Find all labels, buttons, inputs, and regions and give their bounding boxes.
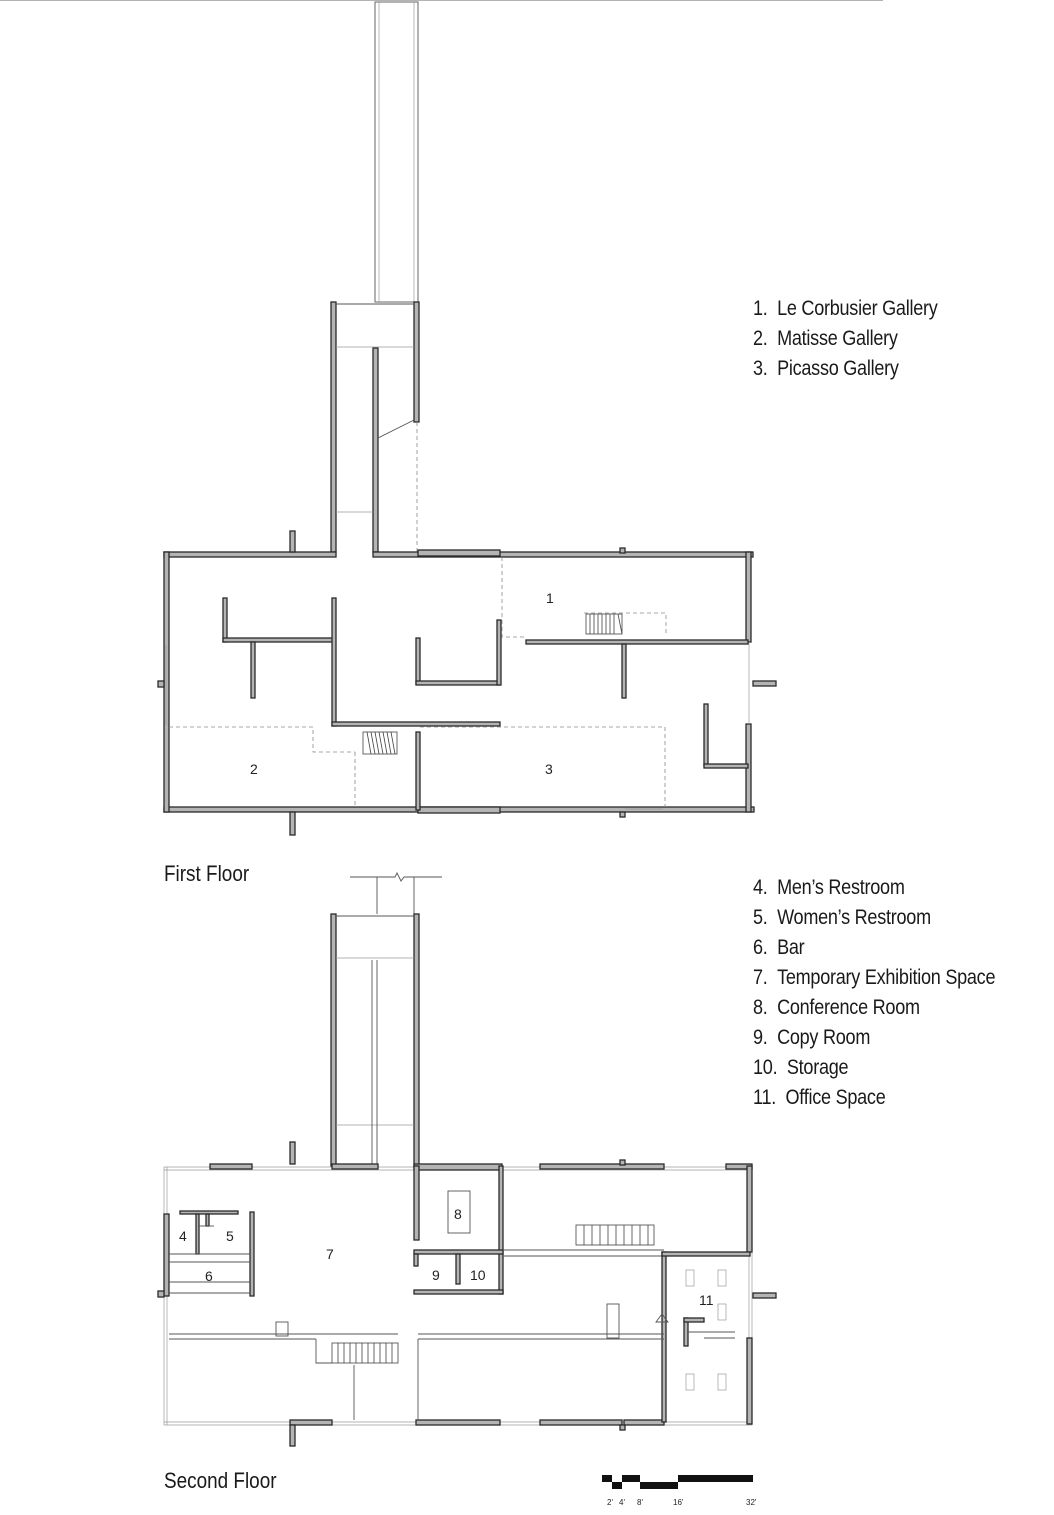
- first-floor-label: First Floor: [164, 861, 250, 886]
- legend-item: 4. Men’s Restroom: [753, 876, 905, 899]
- room-number-6: 6: [205, 1268, 213, 1284]
- room-number-8: 8: [454, 1206, 462, 1222]
- legend-item: 6. Bar: [753, 936, 805, 959]
- legend-item: 8. Conference Room: [753, 996, 920, 1019]
- legend-item: 2. Matisse Gallery: [753, 327, 898, 350]
- scale-tick-4: 4': [619, 1498, 625, 1507]
- second-floor-label: Second Floor: [164, 1468, 277, 1493]
- scale-bar: 2' 4' 8' 16' 32': [602, 1475, 757, 1507]
- first-floor-plan: 1 2 3: [0, 0, 883, 836]
- legend-first-floor: 1. Le Corbusier Gallery 2. Matisse Galle…: [753, 294, 938, 384]
- room-number-3: 3: [545, 761, 553, 777]
- legend-item: 5. Women’s Restroom: [753, 906, 931, 929]
- legend-item: 7. Temporary Exhibition Space: [753, 966, 996, 989]
- scale-tick-8: 8': [637, 1498, 643, 1507]
- scale-tick-32: 32': [746, 1498, 757, 1507]
- legend-item: 9. Copy Room: [753, 1026, 871, 1049]
- room-number-2: 2: [250, 761, 258, 777]
- second-floor-plan: 4 5 6 7 8 9 10 11: [157, 871, 777, 1447]
- legend-item: 11. Office Space: [753, 1086, 886, 1109]
- room-number-4: 4: [179, 1228, 187, 1244]
- room-number-10: 10: [470, 1267, 486, 1283]
- legend-item: 10. Storage: [753, 1056, 849, 1079]
- room-number-5: 5: [226, 1228, 234, 1244]
- room-number-1: 1: [546, 590, 554, 606]
- scale-tick-16: 16': [673, 1498, 684, 1507]
- room-number-11: 11: [699, 1292, 714, 1308]
- legend-item: 3. Picasso Gallery: [753, 357, 899, 380]
- room-number-9: 9: [432, 1267, 440, 1283]
- room-number-7: 7: [326, 1246, 334, 1262]
- legend-second-floor: 4. Men’s Restroom 5. Women’s Restroom 6.…: [753, 873, 995, 1113]
- scale-tick-2: 2': [607, 1498, 613, 1507]
- legend-item: 1. Le Corbusier Gallery: [753, 297, 938, 320]
